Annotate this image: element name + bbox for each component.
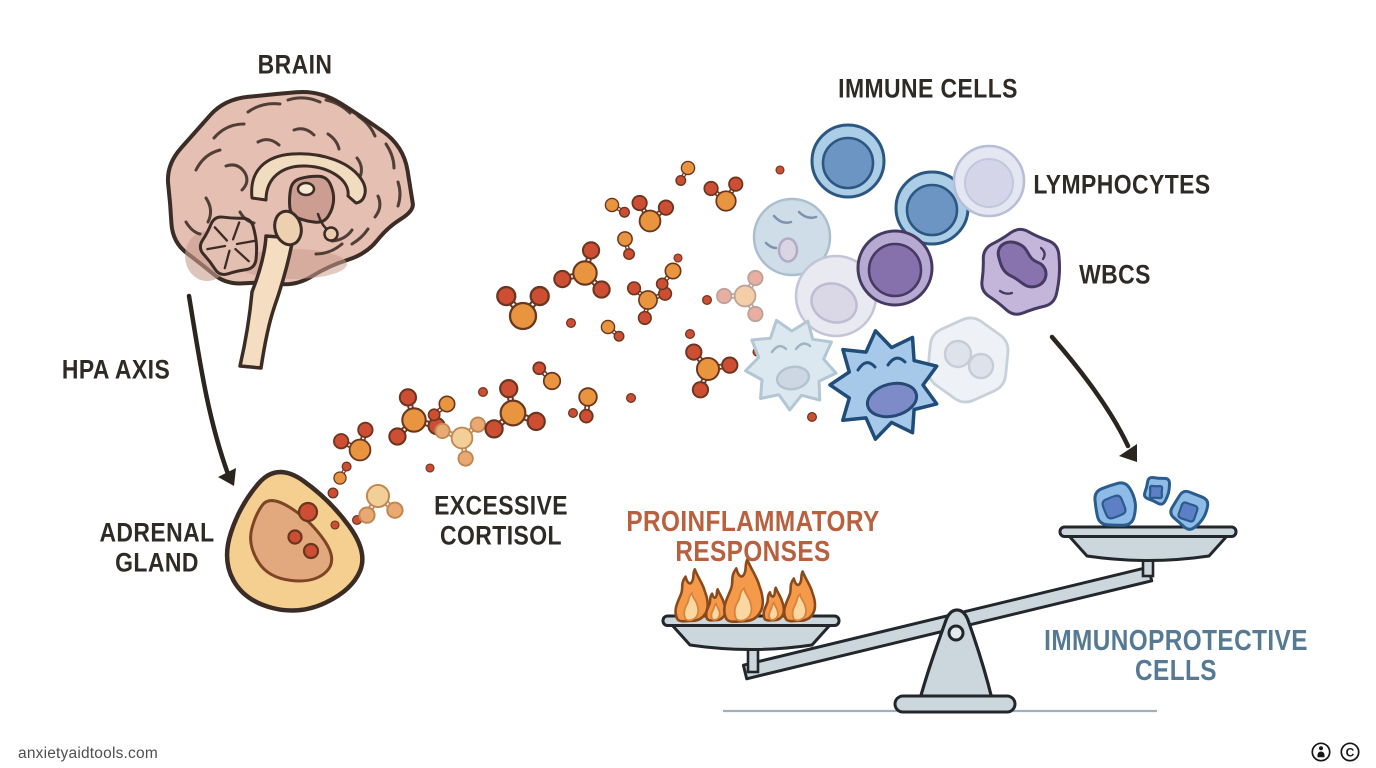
proinflammatory-label-line1: PROINFLAMMATORY	[626, 505, 879, 537]
immune-to-scale-arrow	[1049, 334, 1137, 462]
adrenal-gland-illustration	[224, 469, 365, 613]
hpa-axis-label: HPA AXIS	[62, 355, 170, 385]
immunoprotective-label-line1: IMMUNOPROTECTIVE	[1044, 624, 1308, 656]
flames-icon	[674, 558, 817, 624]
copyright-glyph: C	[1346, 746, 1355, 760]
lymphocytes-label: LYMPHOCYTES	[1033, 170, 1210, 200]
brain-illustration	[165, 90, 415, 370]
excessive-cortisol-label-line2: CORTISOL	[440, 521, 562, 551]
immunoprotective-cells-icon	[1093, 475, 1210, 531]
immune-cells-cluster	[744, 123, 1062, 441]
cortisol-molecules	[327, 160, 818, 530]
hpa-axis-arrow	[186, 293, 236, 486]
balance-scale-illustration	[661, 475, 1238, 714]
copyright-icon: C	[1340, 742, 1360, 762]
excessive-cortisol-label-line1: EXCESSIVE	[434, 491, 568, 521]
brain-label: BRAIN	[258, 50, 333, 80]
wbcs-label: WBCS	[1079, 260, 1151, 290]
adrenal-gland-label-line1: ADRENAL	[99, 518, 214, 548]
immunoprotective-label-line2: CELLS	[1135, 654, 1217, 686]
attribution-icon	[1311, 742, 1331, 762]
watermark-text: anxietyaidtools.com	[18, 745, 158, 762]
proinflammatory-label-line2: RESPONSES	[675, 535, 830, 567]
immune-cells-label: IMMUNE CELLS	[838, 74, 1018, 104]
adrenal-gland-label-line2: GLAND	[115, 548, 199, 578]
